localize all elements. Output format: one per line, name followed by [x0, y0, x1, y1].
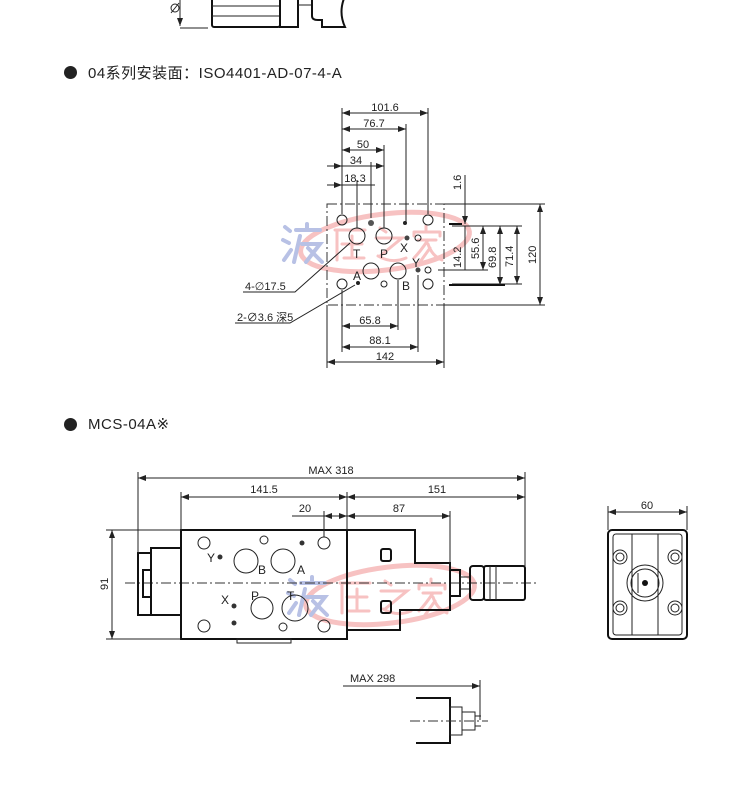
dim-label: 88.1: [369, 335, 390, 347]
section-title: 04系列安装面：ISO4401-AD-07-4-A: [88, 65, 343, 82]
alt-max-length-dim: MAX 298: [350, 673, 395, 685]
dim-label: 71.4: [504, 246, 516, 267]
port-label-p: P: [251, 589, 259, 603]
port-label-y: Y: [207, 551, 215, 565]
dim-label: 69.8: [487, 247, 499, 268]
dim-label: 20: [299, 503, 311, 515]
dim-label: 65.8: [359, 315, 380, 327]
dim-label: 14.2: [452, 247, 464, 268]
dim-label: 76.7: [363, 118, 384, 130]
port-label-p: P: [380, 247, 388, 261]
side-view-width-dim: 60: [641, 500, 653, 512]
dim-label: 18.3: [344, 173, 365, 185]
dim-label: 142: [376, 351, 394, 363]
port-label-b: B: [258, 563, 266, 577]
port-label-a: A: [297, 563, 305, 577]
section-title: MCS-04A※: [88, 416, 170, 433]
port-label-x: X: [400, 241, 408, 255]
bullet-icon: [64, 66, 77, 79]
bullet-icon: [64, 417, 77, 431]
dim-label: 1.6: [452, 175, 464, 190]
valve-side-view: [607, 506, 688, 640]
port-label-t: T: [353, 247, 361, 261]
dim-label: 87: [393, 503, 405, 515]
section-header-model: MCS-04A※: [64, 415, 170, 433]
port-label-a: A: [353, 269, 361, 283]
alt-adjuster-view: [343, 680, 488, 744]
valve-front-view: [106, 472, 537, 644]
dim-label: 151: [428, 484, 446, 496]
callout-label: 2-∅3.6 深5: [237, 311, 293, 324]
section-header-mounting-face: 04系列安装面：ISO4401-AD-07-4-A: [64, 62, 342, 83]
previous-drawing-fragment: [170, 0, 347, 29]
dim-label: 141.5: [250, 484, 278, 496]
valve-front-labels: MAX 318 141.5 151 20 87 91 Y B A X P T: [99, 465, 446, 607]
mounting-face-drawing: [235, 108, 545, 368]
watermark-logo: [283, 204, 478, 633]
dim-label: 101.6: [371, 102, 399, 114]
dim-label: MAX 318: [308, 465, 353, 477]
port-label-b: B: [402, 279, 410, 293]
dim-label: 50: [357, 139, 369, 151]
dim-label: 55.6: [470, 238, 482, 259]
mounting-face-labels: 101.6 76.7 50 34 18.3 1.6 14.2 55.6 69.8…: [237, 102, 539, 363]
port-label-y: Y: [412, 256, 420, 270]
dim-label: 34: [350, 155, 362, 167]
callout-label: 4-∅17.5: [245, 281, 286, 293]
dim-label: 120: [527, 246, 539, 264]
port-label-t: T: [287, 589, 295, 603]
port-label-x: X: [221, 593, 229, 607]
dim-label: 91: [99, 578, 111, 590]
